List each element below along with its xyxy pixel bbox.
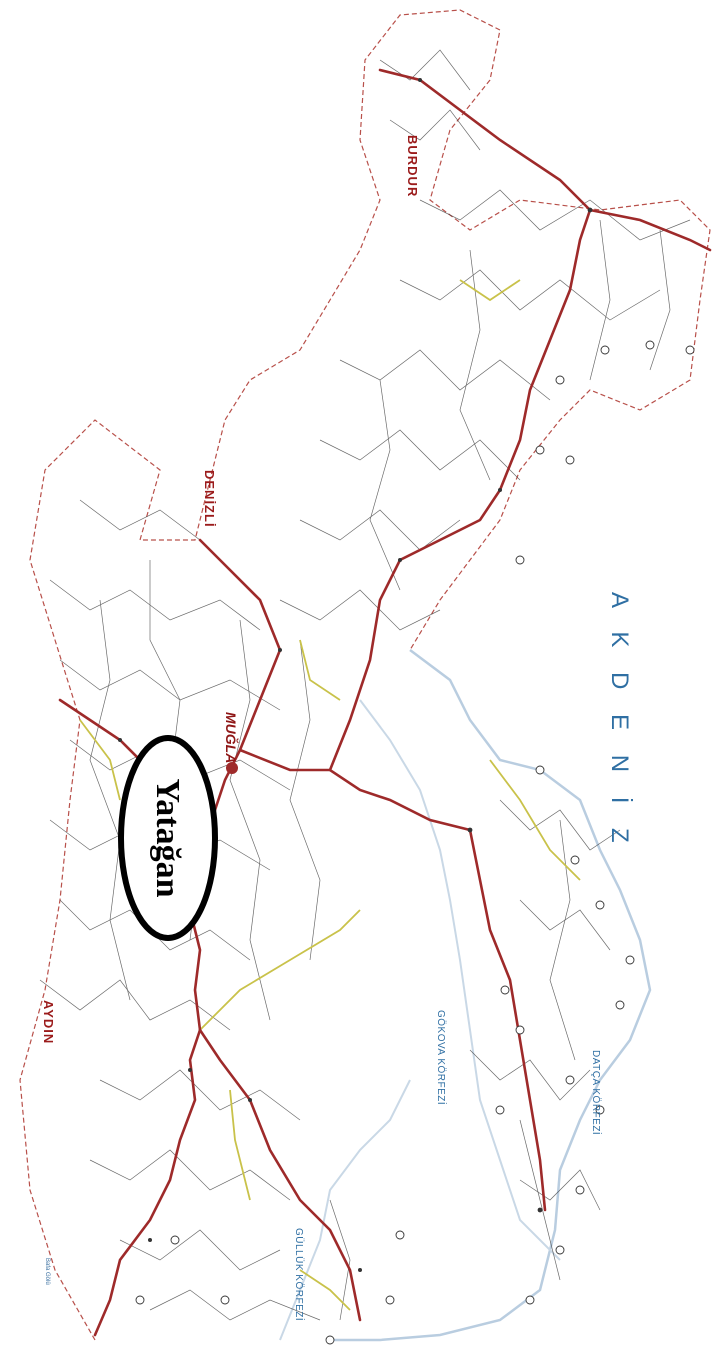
province-border bbox=[19, 9, 711, 1341]
coastline bbox=[330, 649, 652, 1342]
highway-marmaris-datca bbox=[468, 828, 547, 1212]
label-datca: DATÇA KÖRFEZİ bbox=[590, 1050, 603, 1135]
label-burdur: BURDUR bbox=[405, 135, 420, 197]
gokova-coast bbox=[359, 699, 561, 1261]
highway-milas-gulluk bbox=[198, 1028, 362, 1322]
highway-mugla-marmaris bbox=[238, 748, 472, 832]
highway-mugla-fethiye bbox=[328, 208, 592, 772]
label-akdeniz: A K D E N İ Z bbox=[606, 592, 633, 852]
highway-fethiye-burdur bbox=[378, 68, 592, 212]
highway-bodrum-milas bbox=[93, 1028, 202, 1337]
town-markers bbox=[118, 78, 593, 1272]
mugla-city-marker bbox=[226, 762, 238, 774]
label-denizli: DENİZLİ bbox=[202, 470, 217, 528]
secondary-roads bbox=[79, 279, 581, 1311]
label-mugla: MUĞLA bbox=[223, 712, 240, 763]
coastal-markers bbox=[135, 340, 695, 1345]
label-bafa: Bafa Gölü bbox=[44, 1258, 50, 1285]
label-gulluk: GÜLLÜK KÖRFEZİ bbox=[293, 1228, 306, 1321]
highway-mugla-denizli bbox=[198, 538, 282, 752]
label-aydin: AYDIN bbox=[41, 1000, 56, 1044]
highway-fethiye-antalya bbox=[588, 208, 712, 252]
label-gokova: GÖKOVA KÖRFEZİ bbox=[435, 1010, 448, 1105]
yatagan-callout-label: Yatağan bbox=[149, 778, 186, 897]
gulluk-coast bbox=[279, 1079, 411, 1341]
yatagan-callout-ellipse bbox=[118, 735, 218, 941]
